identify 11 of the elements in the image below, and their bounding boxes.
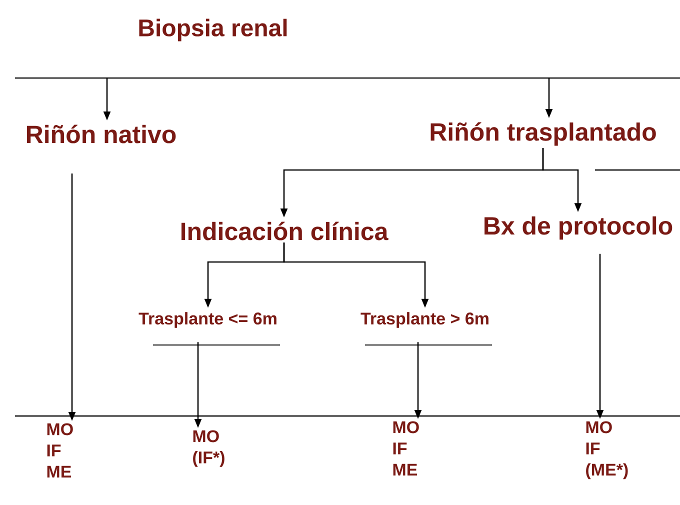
- category-label: Riñón trasplantado: [430, 122, 656, 146]
- title: Biopsia renal: [139, 18, 287, 42]
- category-label: Indicación clínica: [181, 222, 388, 240]
- subcategory-label: Trasplante <= 6m: [138, 312, 276, 328]
- subcategory-label: Trasplante > 6m: [360, 312, 488, 328]
- result-list: MO IF ME: [393, 421, 419, 476]
- category-label: Bx de protocolo: [484, 216, 672, 240]
- result-list: MO (IF*): [193, 430, 224, 467]
- result-list: MO IF ME: [47, 423, 73, 478]
- result-list: MO IF (ME*): [586, 421, 628, 480]
- category-label: Riñón nativo: [27, 124, 176, 144]
